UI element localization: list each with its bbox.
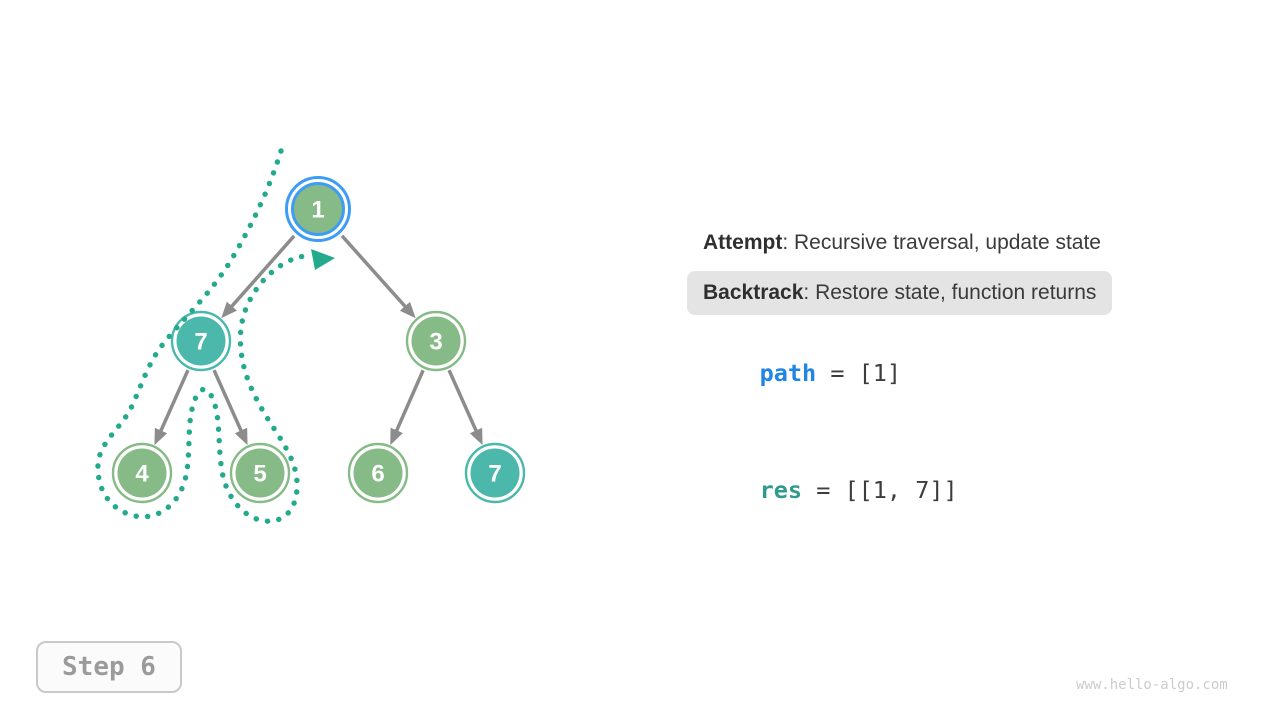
traversal-arrowhead-icon	[311, 249, 335, 270]
tree-edge	[340, 234, 416, 319]
tree-node-5: 5	[229, 442, 291, 504]
tree-node-value: 3	[429, 329, 442, 356]
step-badge[interactable]: Step 6	[36, 641, 182, 693]
edges-layer	[154, 234, 483, 446]
tree-node-6: 6	[347, 442, 409, 504]
traversal-path	[95, 148, 308, 524]
tree-node-value: 1	[311, 197, 324, 224]
res-variable-value: = [[1, 7]]	[802, 476, 958, 504]
tree-svg: 1 7 3 4 5 6 7	[95, 148, 526, 524]
tree-node-value: 6	[371, 461, 384, 488]
path-variable-value: = [1]	[816, 359, 902, 387]
tree-edge	[212, 369, 248, 446]
path-variable: path = [1]	[703, 331, 901, 415]
backtrack-text: : Restore state, function returns	[803, 281, 1097, 304]
tree-node-4: 4	[111, 442, 173, 504]
tree-edge	[221, 234, 296, 319]
tree-node-7: 7	[170, 310, 232, 372]
attempt-label: Attempt	[703, 231, 783, 254]
backtrack-legend: Backtrack: Restore state, function retur…	[687, 271, 1113, 315]
res-variable-name: res	[759, 476, 803, 504]
tree-node-value: 7	[194, 329, 207, 356]
attempt-text: : Recursive traversal, update state	[782, 231, 1101, 254]
tree-node-value: 7	[488, 461, 501, 488]
watermark: www.hello-algo.com	[1076, 677, 1228, 693]
res-variable: res = [[1, 7]]	[703, 448, 958, 532]
tree-edge	[447, 369, 483, 446]
tree-edge	[390, 369, 425, 446]
attempt-legend: Attempt: Recursive traversal, update sta…	[703, 230, 1101, 256]
tree-node-value: 5	[253, 461, 266, 488]
tree-node-1: 1	[285, 176, 351, 242]
tree-node-7: 7	[464, 442, 526, 504]
tree-edge	[154, 369, 190, 446]
tree-node-3: 3	[405, 310, 467, 372]
nodes-layer: 1 7 3 4 5 6 7	[111, 176, 526, 504]
tree-node-value: 4	[135, 461, 149, 488]
path-variable-name: path	[759, 359, 817, 387]
backtrack-label: Backtrack	[703, 281, 804, 304]
step-badge-label: Step 6	[62, 652, 156, 682]
